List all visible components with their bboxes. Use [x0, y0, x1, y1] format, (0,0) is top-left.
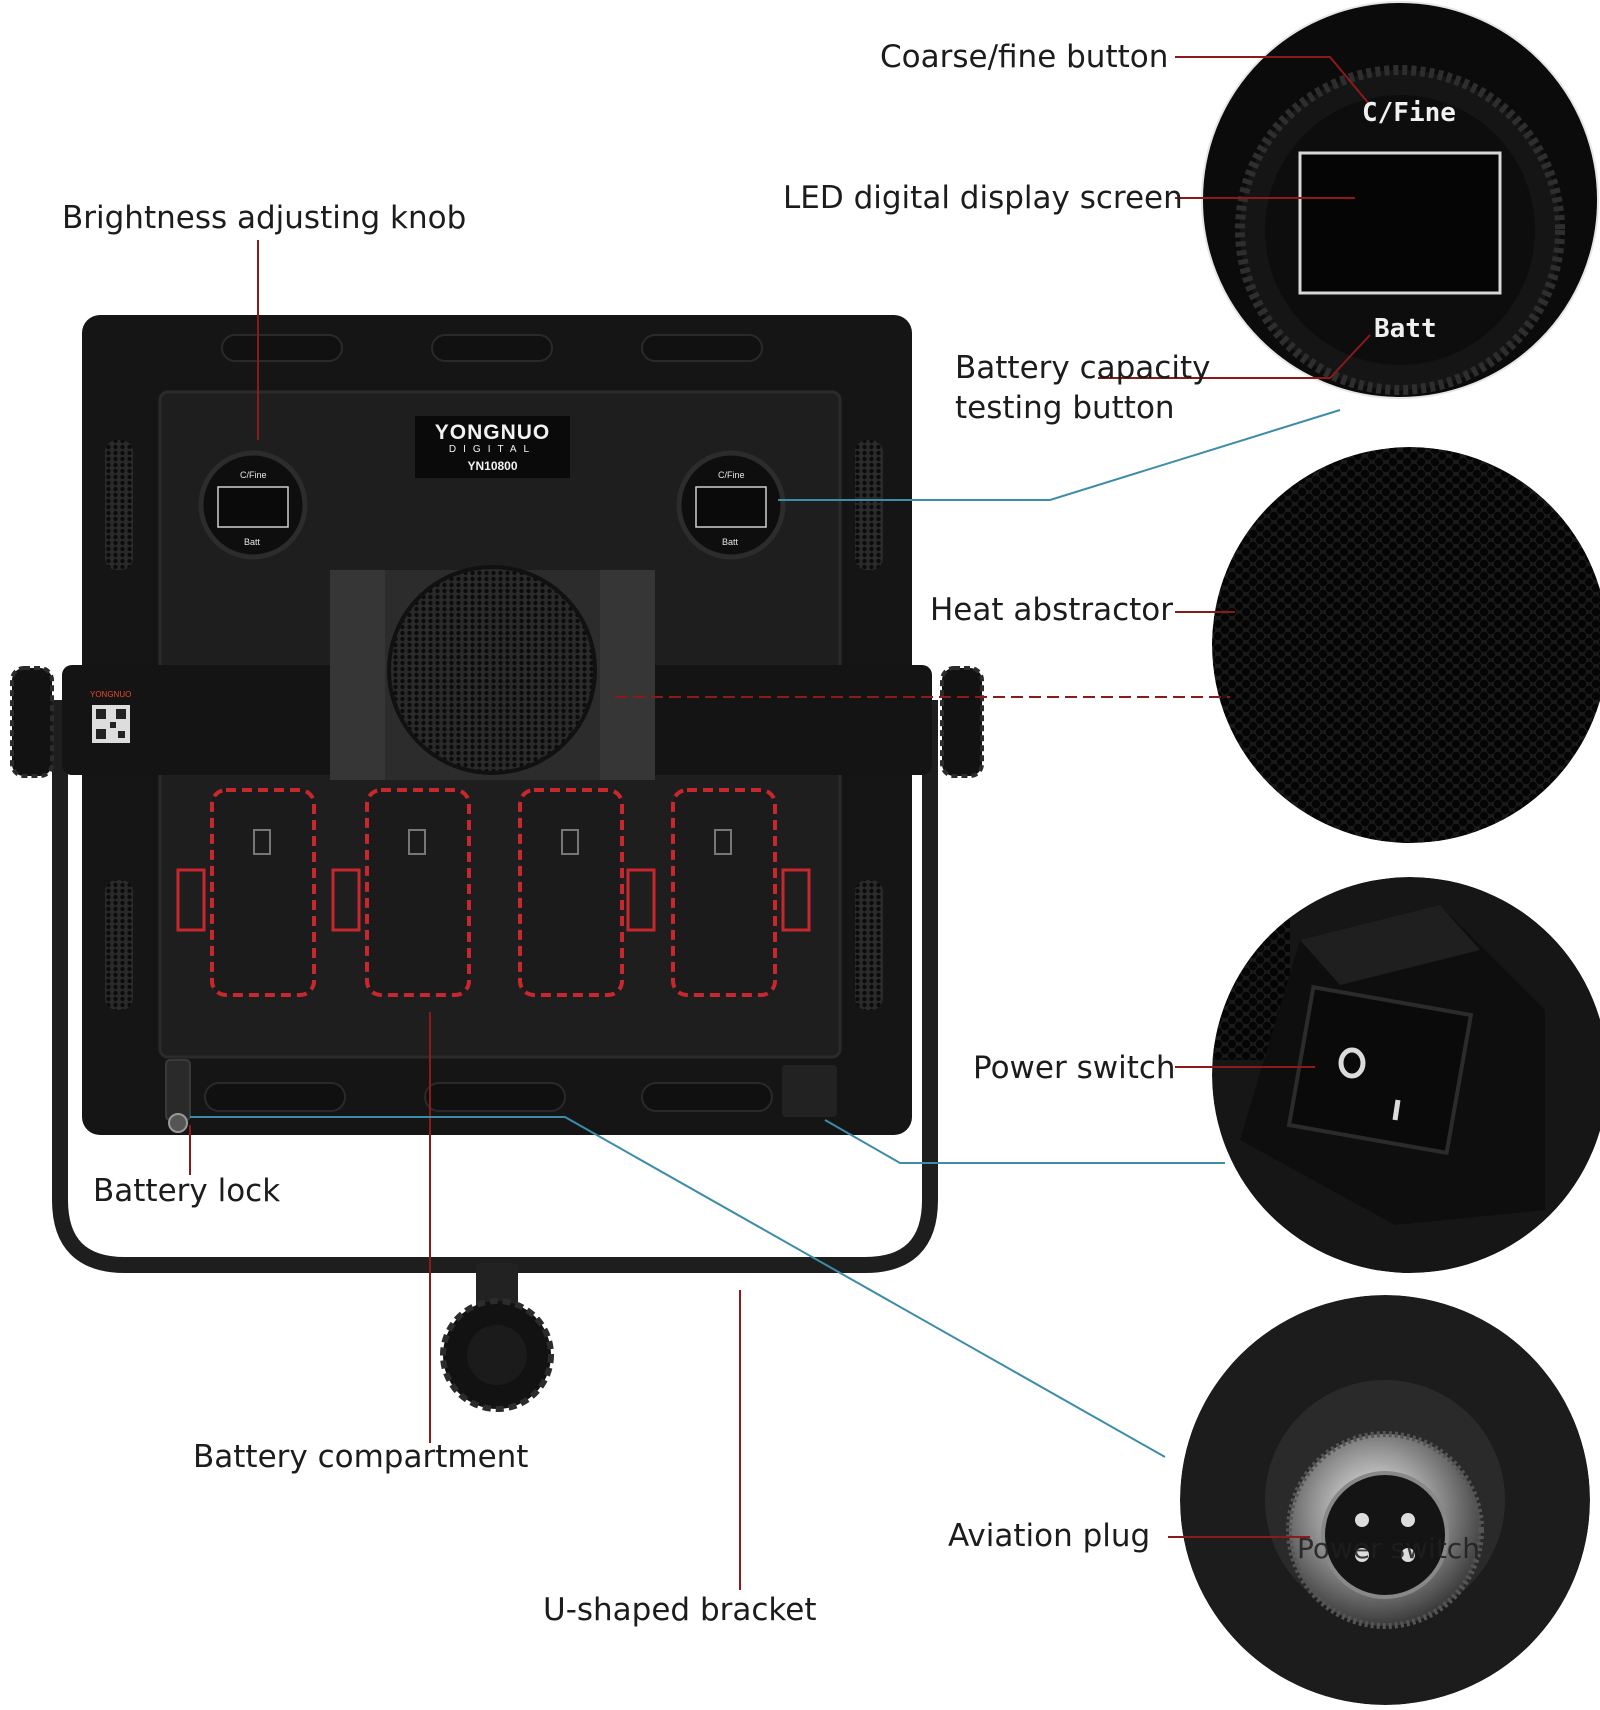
brand-plate: YONGNUO DIGITAL YN10800: [415, 416, 570, 478]
zoom-overlay-text: Power switch: [1297, 1532, 1480, 1565]
leader-lines: [189, 56, 1371, 1590]
led-display-screen: [1298, 151, 1502, 295]
battery-slot: [518, 788, 624, 997]
label-u-shaped-bracket: U-shaped bracket: [543, 1592, 817, 1628]
heat-abstractor-fan: [387, 565, 597, 775]
brand-name: YONGNUO: [434, 421, 551, 444]
model-number: YN10800: [467, 459, 518, 473]
label-led-display: LED digital display screen: [783, 180, 1183, 216]
zoom-knob-detail: [1202, 2, 1598, 398]
zoom-mesh-detail: [1212, 447, 1600, 843]
battery-slot: [671, 788, 777, 997]
knob-right-top-text: C/Fine: [718, 470, 745, 480]
label-battery-capacity: Battery capacity testing button: [955, 350, 1211, 427]
knob-right-bottom-text: Batt: [722, 537, 739, 547]
rocker-switch: [1286, 984, 1474, 1156]
label-aviation-plug: Aviation plug: [948, 1518, 1151, 1554]
label-power-switch: Power switch: [973, 1050, 1176, 1086]
knob-left-bottom-text: Batt: [244, 537, 261, 547]
battery-latch: [781, 868, 811, 932]
zoom-batt-text: Batt: [1374, 314, 1437, 344]
battery-latch: [626, 868, 656, 932]
label-coarse-fine-button: Coarse/fine button: [880, 39, 1169, 75]
label-heat-abstractor: Heat abstractor: [930, 592, 1174, 628]
battery-lock: [165, 1059, 191, 1121]
zoom-aviation-plug-detail: [1180, 1295, 1590, 1705]
brightness-knob-left: [198, 450, 308, 560]
left-lock-knob: [10, 666, 54, 778]
brightness-knob-right: [676, 450, 786, 560]
label-battery-compartment: Battery compartment: [193, 1439, 529, 1475]
zoom-cfine-text: C/Fine: [1362, 98, 1456, 128]
label-brightness-knob: Brightness adjusting knob: [62, 200, 467, 236]
knob-left-top-text: C/Fine: [240, 470, 267, 480]
battery-latch: [176, 868, 206, 932]
battery-compartments: [210, 788, 777, 997]
battery-latch: [331, 868, 361, 932]
zoom-power-switch-detail: [1212, 877, 1600, 1273]
right-lock-knob: [940, 666, 984, 778]
label-battery-lock: Battery lock: [93, 1173, 281, 1209]
brand-sub: DIGITAL: [448, 444, 537, 455]
led-panel-device: [10, 315, 984, 1412]
qr-badge-label: YONGNUO: [90, 690, 132, 699]
power-switch-housing: [782, 1065, 837, 1117]
battery-slot: [365, 788, 471, 997]
battery-slot: [210, 788, 316, 997]
